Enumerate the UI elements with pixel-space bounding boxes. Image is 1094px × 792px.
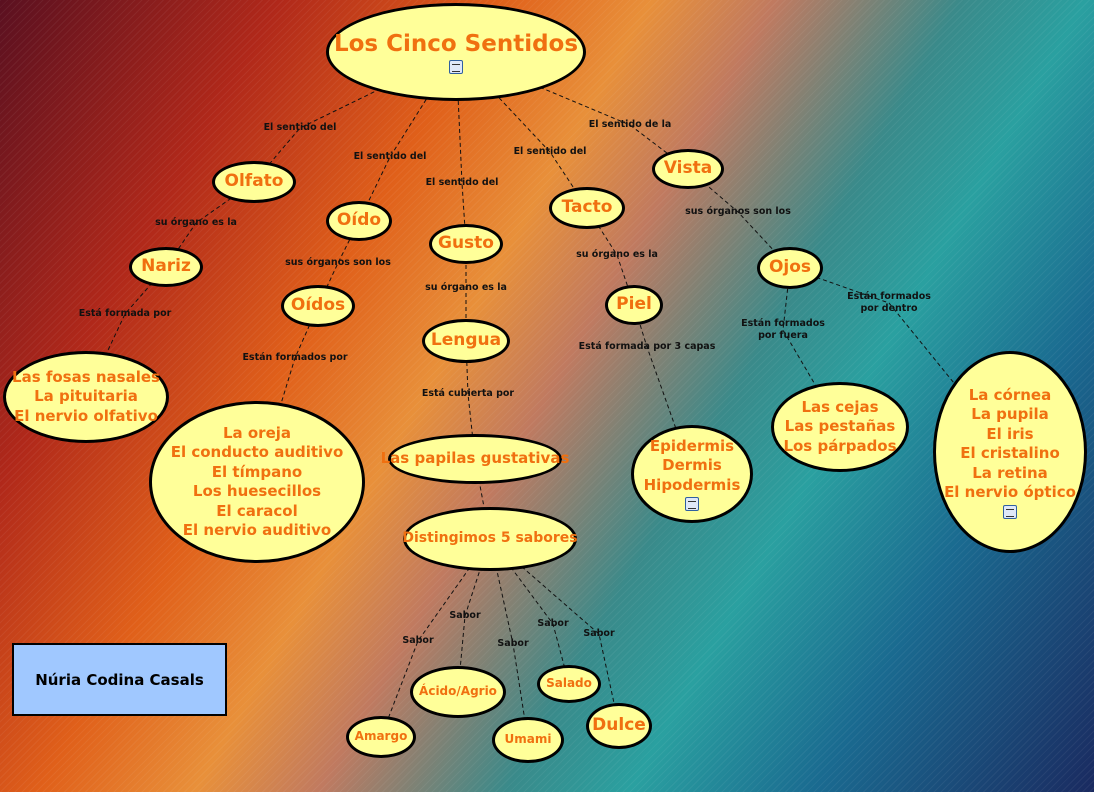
link-label: Sabor <box>497 638 529 649</box>
node-text: La córnea <box>968 385 1052 404</box>
node-oido[interactable]: Oído <box>326 201 392 241</box>
link-label: Sabor <box>449 610 481 621</box>
node-lengua[interactable]: Lengua <box>422 319 510 363</box>
node-text: Hipodermis <box>643 475 741 494</box>
link-label: su órgano es la <box>155 217 237 228</box>
node-text: Los huesecillos <box>192 482 322 500</box>
link-line <box>489 538 529 741</box>
node-text: Las papilas gustativas <box>380 449 570 468</box>
node-text: El cristalino <box>960 444 1060 462</box>
link-label: Está formada por <box>78 308 172 319</box>
node-text: Los párpados <box>783 436 897 455</box>
link-label: Sabor <box>402 635 434 646</box>
node-sabores[interactable]: Distingimos 5 sabores <box>402 507 578 571</box>
node-umami[interactable]: Umami <box>492 717 564 763</box>
node-text: Lengua <box>430 330 502 351</box>
node-text: El iris <box>986 424 1034 443</box>
node-text: El nervio olfativo <box>14 406 158 425</box>
link-label: Sabor <box>583 628 615 639</box>
link-label: su órgano es la <box>425 282 507 293</box>
node-vista[interactable]: Vista <box>652 149 724 189</box>
node-text: Dulce <box>592 715 646 736</box>
link-line <box>457 538 491 693</box>
node-text: Las cejas <box>801 397 879 416</box>
node-text: El nervio auditivo <box>182 521 332 539</box>
node-amargo[interactable]: Amargo <box>346 716 416 758</box>
link-line <box>358 51 457 222</box>
link-label: su órgano es la <box>576 249 658 260</box>
node-papilas[interactable]: Las papilas gustativas <box>381 434 569 484</box>
node-text: El tímpano <box>211 462 303 481</box>
node-salado[interactable]: Salado <box>537 665 601 703</box>
node-dulce[interactable]: Dulce <box>586 703 652 749</box>
author-box: Núria Codina Casals <box>12 643 227 716</box>
link-label: El sentido del <box>263 122 337 133</box>
node-text: Las pestañas <box>784 417 896 436</box>
node-text: Ojos <box>768 257 812 278</box>
node-text: El conducto auditivo <box>170 443 344 461</box>
link-label: El sentido del <box>353 151 427 162</box>
node-text: Umami <box>504 732 552 747</box>
document-icon[interactable] <box>449 60 463 74</box>
node-title[interactable]: Los Cinco Sentidos <box>326 3 586 101</box>
link-label: El sentido del <box>425 177 499 188</box>
link-label: El sentido de la <box>588 119 672 130</box>
node-tacto[interactable]: Tacto <box>549 187 625 229</box>
node-text: El nervio óptico <box>944 483 1076 501</box>
author-name: Núria Codina Casals <box>35 670 204 689</box>
node-text: Oído <box>336 210 382 231</box>
node-text: El caracol <box>216 501 298 520</box>
node-text: Dermis <box>662 456 722 475</box>
node-text: Nariz <box>141 256 191 277</box>
node-text: Vista <box>663 158 713 179</box>
node-text: La pupila <box>971 405 1049 423</box>
node-text: La retina <box>972 463 1048 482</box>
node-text: Epidermis <box>649 436 735 455</box>
node-text: Amargo <box>354 729 408 744</box>
node-text: Distingimos 5 sabores <box>402 530 578 547</box>
node-text: La pituitaria <box>34 387 138 406</box>
link-label: Está formada por 3 capas <box>578 341 716 352</box>
link-label: Sabor <box>537 618 569 629</box>
node-ojos[interactable]: Ojos <box>757 247 823 289</box>
node-nariz[interactable]: Nariz <box>129 247 203 287</box>
image-icon[interactable] <box>1003 504 1017 519</box>
link-label: sus órganos son los <box>685 206 791 217</box>
node-olfato[interactable]: Olfato <box>212 161 296 203</box>
link-label: Está cubierta por <box>421 388 515 399</box>
link-label: sus órganos son los <box>285 257 391 268</box>
node-text: Salado <box>546 676 592 691</box>
node-text: Gusto <box>438 233 494 254</box>
node-text: La oreja <box>222 423 292 442</box>
node-title-text: Los Cinco Sentidos <box>333 31 579 57</box>
link-label: El sentido del <box>513 146 587 157</box>
node-oidos[interactable]: Oídos <box>281 285 355 327</box>
node-text: Olfato <box>224 171 284 192</box>
node-piel[interactable]: Piel <box>605 285 663 325</box>
node-gusto[interactable]: Gusto <box>429 224 503 264</box>
node-text: Las fosas nasales <box>12 367 160 386</box>
node-text: Oídos <box>290 295 346 316</box>
node-text: Ácido/Agrio <box>419 684 497 699</box>
node-acido[interactable]: Ácido/Agrio <box>410 666 506 718</box>
node-text: Tacto <box>561 197 613 218</box>
link-label: Están formados por <box>242 352 348 363</box>
document-icon[interactable] <box>685 497 699 512</box>
node-text: Piel <box>616 294 652 315</box>
